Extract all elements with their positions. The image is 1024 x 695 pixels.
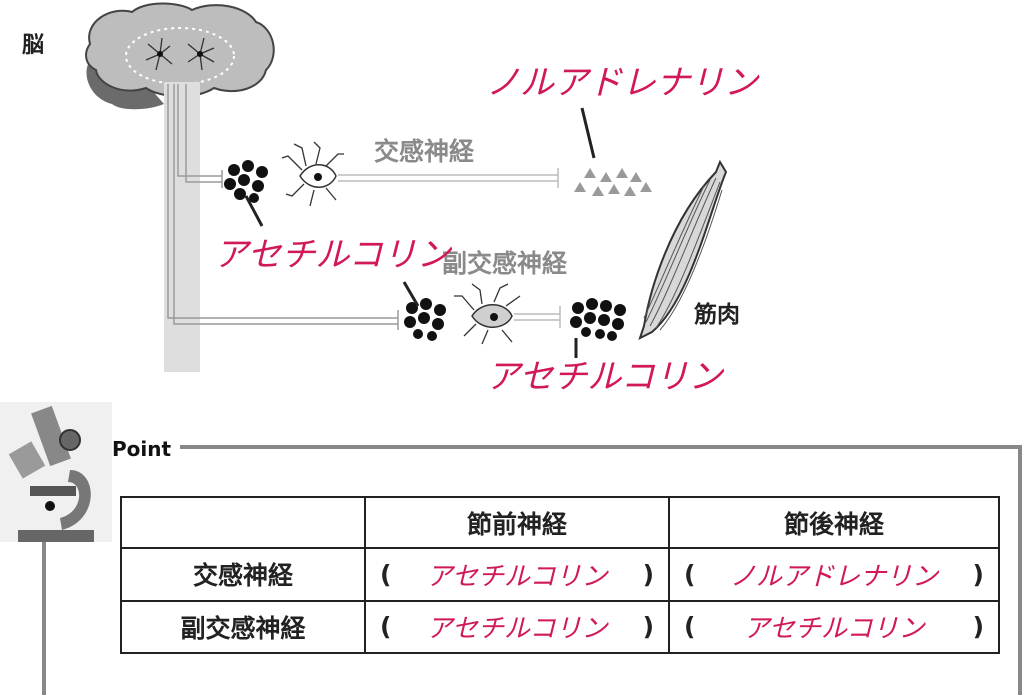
point-title: Point <box>112 437 171 461</box>
close-paren: ) <box>642 612 654 642</box>
point-table: 節前神経 節後神経 交感神経 ( アセチルコリン ) ( ノルアドレナリン ) … <box>120 495 1000 655</box>
label-pointers <box>244 107 596 358</box>
answer-cell: ( アセチルコリン ) <box>364 547 670 602</box>
sympathetic-label: 交感神経 <box>374 137 475 166</box>
answer-cell: ( アセチルコリン ) <box>668 599 1000 655</box>
microscope-icon <box>0 402 112 542</box>
parasympathetic-ganglion-neuron <box>454 283 521 345</box>
parasympathetic-postganglionic-vesicles <box>570 298 626 341</box>
parasympathetic-pathway <box>167 84 399 330</box>
open-paren: ( <box>380 612 392 642</box>
spinal-cord <box>164 82 200 372</box>
answer-value: ノルアドレナリン <box>729 561 938 592</box>
close-paren: ) <box>972 612 984 642</box>
open-paren: ( <box>684 612 696 642</box>
sympathetic-postganglionic-axon <box>338 168 559 188</box>
answer-value: アセチルコリン <box>743 614 925 645</box>
row-label: 交感神経 <box>120 547 366 602</box>
sympathetic-vesicles <box>224 160 268 203</box>
acetylcholine-left-label: アセチルコリン <box>214 235 453 275</box>
table-corner-cell <box>120 495 366 550</box>
point-frame <box>42 445 1022 695</box>
parasympathetic-preganglionic-vesicles <box>404 298 446 341</box>
brain-illustration <box>85 2 275 110</box>
table-header-row: 節前神経 節後神経 <box>120 495 1000 550</box>
sympathetic-pathway <box>177 84 223 188</box>
noradrenaline-label: ノルアドレナリン <box>486 63 760 103</box>
muscle-illustration <box>638 159 728 340</box>
open-paren: ( <box>380 559 392 589</box>
close-paren: ) <box>972 559 984 589</box>
open-paren: ( <box>684 559 696 589</box>
answer-value: アセチルコリン <box>426 561 608 592</box>
answer-cell: ( ノルアドレナリン ) <box>668 547 1000 602</box>
close-paren: ) <box>642 559 654 589</box>
table-row: 交感神経 ( アセチルコリン ) ( ノルアドレナリン ) <box>120 547 1000 602</box>
noradrenaline-triangles <box>574 168 652 196</box>
muscle-label: 筋肉 <box>694 301 740 328</box>
postganglionic-header: 節後神経 <box>668 495 1000 550</box>
preganglionic-header: 節前神経 <box>364 495 670 550</box>
parasympathetic-label: 副交感神経 <box>442 249 568 278</box>
table-row: 副交感神経 ( アセチルコリン ) ( アセチルコリン ) <box>120 599 1000 655</box>
answer-cell: ( アセチルコリン ) <box>364 599 670 655</box>
sympathetic-ganglion-neuron <box>281 141 344 207</box>
answer-value: アセチルコリン <box>426 614 608 645</box>
row-label: 副交感神経 <box>120 599 366 655</box>
brain-label: 脳 <box>22 33 44 58</box>
parasympathetic-postganglionic-axon <box>514 306 561 328</box>
acetylcholine-bottom-label: アセチルコリン <box>486 357 725 397</box>
